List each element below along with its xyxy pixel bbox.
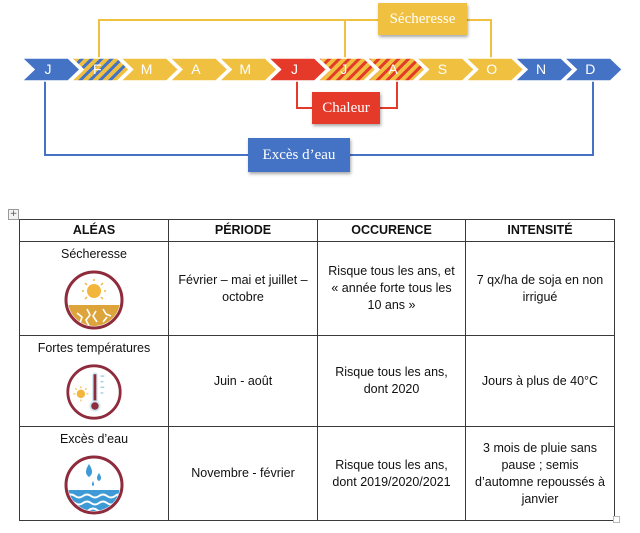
exces-eau-label: Excès d’eau: [262, 146, 336, 163]
intensite-cell: Jours à plus de 40°C: [465, 335, 615, 427]
month-chevron: [118, 57, 180, 82]
occurence-cell: Risque tous les ans, dont 2020: [317, 335, 466, 427]
secheresse-connector: [98, 19, 492, 60]
month-label: J: [291, 61, 298, 77]
intensite-cell: 7 qx/ha de soja en non irrigué: [465, 241, 615, 336]
occurence-cell: Risque tous les ans, dont 2019/2020/2021: [317, 426, 466, 521]
header-periode: PÉRIODE: [168, 219, 318, 242]
month-chevron: [315, 57, 377, 82]
month-chevron: [69, 57, 131, 82]
month-chevron: [266, 57, 328, 82]
header-occurence: OCCURENCE: [317, 219, 466, 242]
month-label: O: [486, 61, 497, 77]
month-label: M: [141, 61, 153, 77]
month-chevron: [20, 57, 82, 82]
month-label: D: [585, 61, 595, 77]
risk-calendar-diagram: J F M A M J J A S O N D Sécheresse Chaleur Excès d’…: [0, 0, 640, 200]
table-row: Excès d’eau: [19, 426, 615, 521]
periode-cell: Février – mai et juillet – octobre: [168, 241, 318, 336]
alea-cell: Excès d’eau: [19, 426, 169, 521]
water-excess-icon: [64, 455, 124, 515]
month-chevron: [513, 57, 575, 82]
month-chevron: [463, 57, 525, 82]
drought-icon: [64, 270, 124, 330]
month-chevron: [562, 57, 624, 82]
intensite-cell: 3 mois de pluie sans pause ; semis d’aut…: [465, 426, 615, 521]
month-chevron: [168, 57, 229, 82]
alea-cell: Fortes températures: [19, 335, 169, 427]
alea-name: Fortes températures: [37, 341, 151, 355]
thermometer-icon: [66, 364, 122, 420]
header-intensite: INTENSITÉ: [465, 219, 615, 242]
table-resize-handle[interactable]: [613, 516, 620, 523]
month-label: J: [45, 61, 52, 77]
exces-connector: [44, 80, 594, 156]
alea-cell: Sécheresse: [19, 241, 169, 336]
secheresse-box: Sécheresse: [378, 3, 467, 35]
alea-name: Sécheresse: [60, 247, 127, 261]
table-header-row: ALÉAS PÉRIODE OCCURENCE INTENSITÉ: [19, 219, 615, 242]
periode-cell: Juin - août: [168, 335, 318, 427]
table-row: Sécheresse: [19, 241, 615, 336]
chaleur-label: Chaleur: [322, 99, 370, 116]
occurence-cell: Risque tous les ans, et « année forte to…: [317, 241, 466, 336]
month-label: A: [388, 61, 398, 77]
month-label: J: [340, 61, 347, 77]
month-label: F: [93, 61, 102, 77]
month-label: A: [191, 61, 201, 77]
table-row: Fortes températures Juin - août Risqu: [19, 335, 615, 427]
exces-eau-box: Excès d’eau: [248, 138, 350, 172]
month-label: M: [239, 61, 251, 77]
header-aleas: ALÉAS: [19, 219, 169, 242]
secheresse-label: Sécheresse: [389, 10, 456, 27]
table-move-handle[interactable]: +: [8, 209, 19, 220]
month-chevron: [365, 57, 427, 82]
month-label: N: [536, 61, 546, 77]
chaleur-connector: [296, 80, 398, 109]
chaleur-box: Chaleur: [312, 92, 380, 124]
periode-cell: Novembre - février: [168, 426, 318, 521]
month-label: S: [438, 61, 447, 77]
alea-name: Excès d’eau: [59, 432, 129, 446]
month-chevron: [414, 57, 476, 82]
month-chevron: [217, 57, 279, 82]
risk-table: ALÉAS PÉRIODE OCCURENCE INTENSITÉ Sécher…: [19, 219, 615, 521]
